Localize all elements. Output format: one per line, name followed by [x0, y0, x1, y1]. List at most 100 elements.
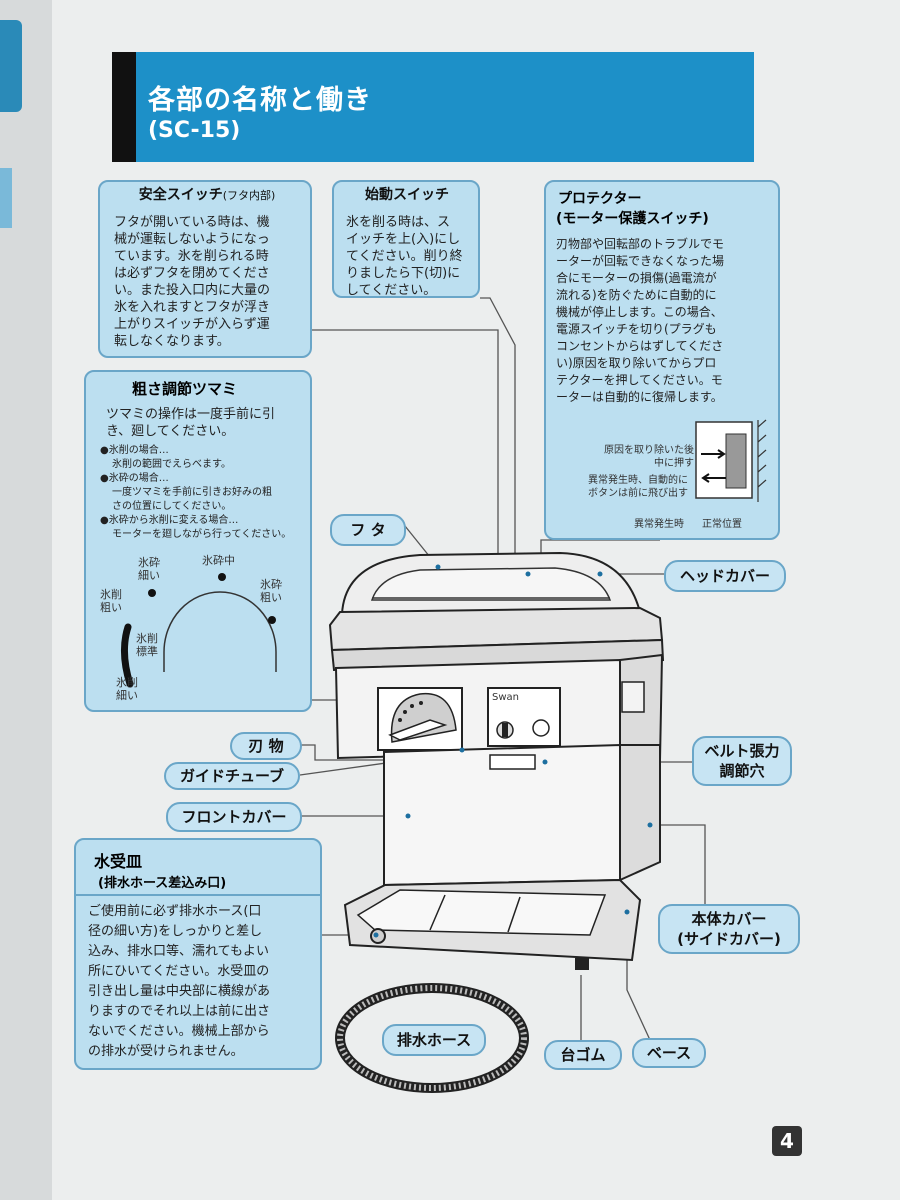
- text-line: ボタンは前に飛び出す: [588, 488, 688, 499]
- text-line: コンセントからはずしてくださ: [556, 339, 724, 353]
- coarseness-knob-title: 粗さ調節ツマミ: [132, 380, 238, 398]
- safety-switch-title: 安全スイッチ(フタ内部): [112, 184, 302, 210]
- base-label: ベース: [632, 1038, 706, 1068]
- protector-push-label: 原因を取り除いた後 中に押す: [586, 444, 694, 470]
- guide-tube-label: ガイドチューブ: [164, 762, 300, 790]
- text-line: 上がりスイッチが入らず運: [114, 317, 270, 332]
- text-line: (サイドカバー): [677, 930, 781, 948]
- front-cover-label: フロントカバー: [166, 802, 302, 832]
- text-line: ーターが回転できなくなった場: [556, 254, 725, 268]
- bullet-text: 氷削の範囲でえらべます。: [112, 459, 231, 470]
- protector-box: プロテクター (モーター保護スイッチ) 刃物部や回転部のトラブルでモ ーターが回…: [544, 180, 780, 540]
- text-line: 細い: [116, 689, 138, 702]
- text-line: 中に押す: [654, 458, 694, 469]
- text-line: 細い: [138, 569, 160, 582]
- bullet-heading: ●氷砕から氷削に変える場合…: [100, 515, 239, 526]
- drip-tray-divider: [76, 894, 320, 896]
- text-line: りましたら下(切)に: [346, 266, 461, 281]
- protector-text: 刃物部や回転部のトラブルでモ ーターが回転できなくなった場 合にモーターの損傷(…: [556, 236, 776, 406]
- protector-subtitle: (モーター保護スイッチ): [556, 211, 709, 227]
- text-line: 引き出し量は中央部に横線があ: [88, 984, 271, 999]
- text-line: 異常発生時、自動的に: [588, 475, 688, 486]
- body-cover-label: 本体カバー (サイドカバー): [658, 904, 800, 954]
- text-line: 氷砕: [260, 578, 282, 591]
- text-line: フタが開いている時は、機: [114, 215, 270, 230]
- start-switch-title: 始動スイッチ: [365, 187, 449, 203]
- bullet-text: 一度ツマミを手前に引きお好みの粗: [112, 487, 272, 498]
- text-line: 径の細い方)をしっかりと差し: [88, 924, 263, 939]
- text-line: 粗い: [100, 601, 122, 614]
- bullet-heading: ●氷削の場合…: [100, 445, 169, 456]
- dial-shave-coarse: 氷削 粗い: [100, 588, 122, 614]
- coarseness-knob-text: ツマミの操作は一度手前に引 き、廻してください。: [106, 406, 310, 440]
- text-line: 転しなくなります。: [114, 334, 230, 349]
- text-line: 氷を削る時は、ス: [346, 215, 451, 230]
- text-line: 本体カバー: [691, 910, 767, 928]
- safety-switch-text: フタが開いている時は、機 械が運転しないようになっ ています。氷を削られる時 は…: [114, 214, 306, 350]
- text-line: ご使用前に必ず排水ホース(口: [88, 904, 262, 919]
- text-line: ツマミの操作は一度手前に引: [106, 407, 276, 422]
- text-line: ないでください。機械上部から: [88, 1024, 270, 1039]
- head-cover-label: ヘッドカバー: [664, 560, 786, 592]
- protector-abnormal-label: 異常発生時: [634, 519, 684, 530]
- text-line: 込み、排水口等、濡れてもよい: [88, 944, 269, 959]
- text-line: ています。氷を削られる時: [114, 249, 269, 264]
- lid-label: フ タ: [330, 514, 406, 546]
- drip-tray-box: 水受皿 (排水ホース差込み口) ご使用前に必ず排水ホース(口 径の細い方)をしっ…: [74, 838, 322, 1070]
- safety-switch-note: (フタ内部): [222, 189, 276, 202]
- coarseness-knob-box: 粗さ調節ツマミ ツマミの操作は一度手前に引 き、廻してください。 ●氷削の場合……: [84, 370, 312, 712]
- start-switch-box: 始動スイッチ 氷を削る時は、ス イッチを上(入)にし てください。削り終 りまし…: [332, 180, 480, 298]
- protector-title: プロテクター: [558, 191, 642, 207]
- belt-tension-label: ベルト張力 調節穴: [692, 736, 792, 786]
- left-page-tab: [0, 20, 22, 112]
- protector-normal-label: 正常位置: [702, 519, 742, 530]
- drip-tray-subtitle: (排水ホース差込み口): [98, 876, 227, 891]
- text-line: 所にひいてください。水受皿の: [88, 964, 270, 979]
- text-line: 機械が停止します。この場合、: [556, 305, 723, 319]
- text-line: 電源スイッチを切り(プラグも: [556, 322, 717, 336]
- rubber-foot-label: 台ゴム: [544, 1040, 622, 1070]
- bullet-heading: ●氷砕の場合…: [100, 473, 169, 484]
- dial-crush-mid: 氷砕中: [202, 554, 235, 567]
- drip-tray-text: ご使用前に必ず排水ホース(口 径の細い方)をしっかりと差し 込み、排水口等、濡れ…: [88, 902, 318, 1062]
- page-number: 4: [772, 1126, 802, 1156]
- coarseness-dial-diagram: [121, 573, 277, 688]
- text-line: き、廻してください。: [106, 424, 235, 439]
- blade-label: 刃 物: [230, 732, 302, 760]
- text-line: 械が運転しないようになっ: [114, 232, 270, 247]
- text-line: 流れる)を防ぐために自動的に: [556, 288, 717, 302]
- text-line: 粗い: [260, 591, 282, 604]
- text-line: 氷削: [100, 588, 122, 601]
- text-line: してください。: [346, 283, 437, 298]
- bullet-text: さの位置にしてください。: [112, 501, 232, 512]
- drip-tray-title: 水受皿: [94, 852, 143, 871]
- drain-hose-label: 排水ホース: [382, 1024, 486, 1056]
- text-line: りますのでそれ以上は前に出さ: [88, 1004, 271, 1019]
- page-title: 各部の名称と働き: [148, 85, 372, 116]
- dial-crush-fine: 氷砕 細い: [138, 556, 160, 582]
- start-switch-text: 氷を削る時は、ス イッチを上(入)にし てください。削り終 りましたら下(切)に…: [346, 214, 476, 299]
- page-header: 各部の名称と働き (SC-15): [112, 52, 754, 162]
- text-line: テクターを押してください。モ: [556, 373, 723, 387]
- text-line: 原因を取り除いた後: [604, 445, 694, 456]
- text-line: 調節穴: [719, 762, 765, 780]
- safety-switch-label: 安全スイッチ: [138, 187, 223, 203]
- text-line: の排水が受けられません。: [88, 1044, 244, 1059]
- text-line: 氷削: [116, 676, 138, 689]
- text-line: イッチを上(入)にし: [346, 232, 461, 247]
- model-number: (SC-15): [148, 118, 241, 143]
- text-line: てください。削り終: [346, 249, 463, 264]
- protector-pop-label: 異常発生時、自動的に ボタンは前に飛び出す: [576, 474, 688, 500]
- text-line: ベルト張力: [704, 742, 780, 760]
- dial-crush-coarse: 氷砕 粗い: [260, 578, 282, 604]
- text-line: 合にモーターの損傷(過電流が: [556, 271, 717, 285]
- bullet-text: モーターを廻しながら行ってください。: [112, 529, 292, 540]
- text-line: 刃物部や回転部のトラブルでモ: [556, 237, 725, 251]
- text-line: 氷削: [136, 632, 158, 645]
- header-accent-bar: [112, 52, 136, 162]
- dial-shave-std: 氷削 標準: [136, 632, 158, 658]
- text-line: は必ずフタを閉めてくださ: [114, 266, 270, 281]
- coarseness-knob-bullets: ●氷削の場合… 氷削の範囲でえらべます。 ●氷砕の場合… 一度ツマミを手前に引き…: [100, 444, 310, 542]
- text-line: 標準: [136, 645, 158, 658]
